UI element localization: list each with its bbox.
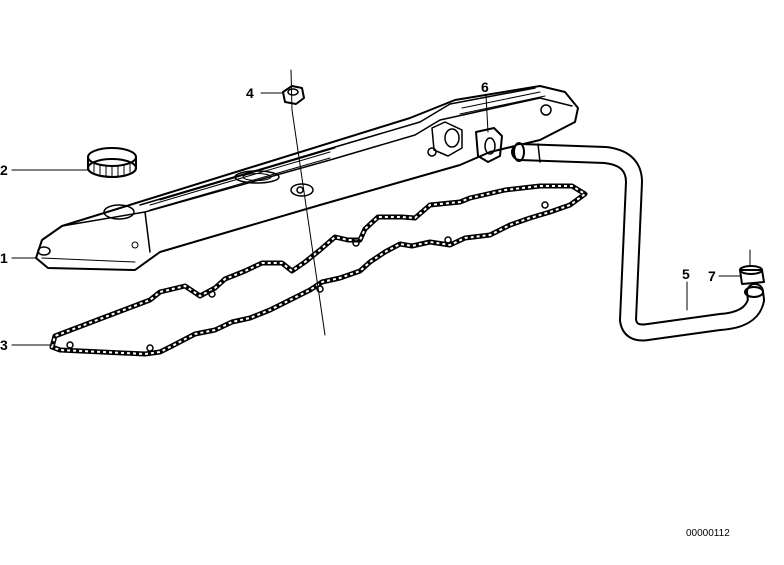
callout-7: 7 xyxy=(708,268,716,284)
callout-3: 3 xyxy=(0,337,8,353)
hose-clamp xyxy=(475,127,503,163)
gasket xyxy=(49,183,588,357)
callout-1: 1 xyxy=(0,250,8,266)
diagram-code: 00000112 xyxy=(686,528,730,539)
callout-5: 5 xyxy=(682,266,690,282)
hose-clamp-small xyxy=(739,249,765,285)
callout-2: 2 xyxy=(0,162,8,178)
oil-filler-cap xyxy=(87,147,137,178)
valve-cover xyxy=(35,85,579,271)
callout-6: 6 xyxy=(481,79,489,95)
leader-lines xyxy=(11,92,741,346)
callout-4: 4 xyxy=(246,85,254,101)
breather-hose xyxy=(511,142,765,342)
nut xyxy=(282,69,326,336)
